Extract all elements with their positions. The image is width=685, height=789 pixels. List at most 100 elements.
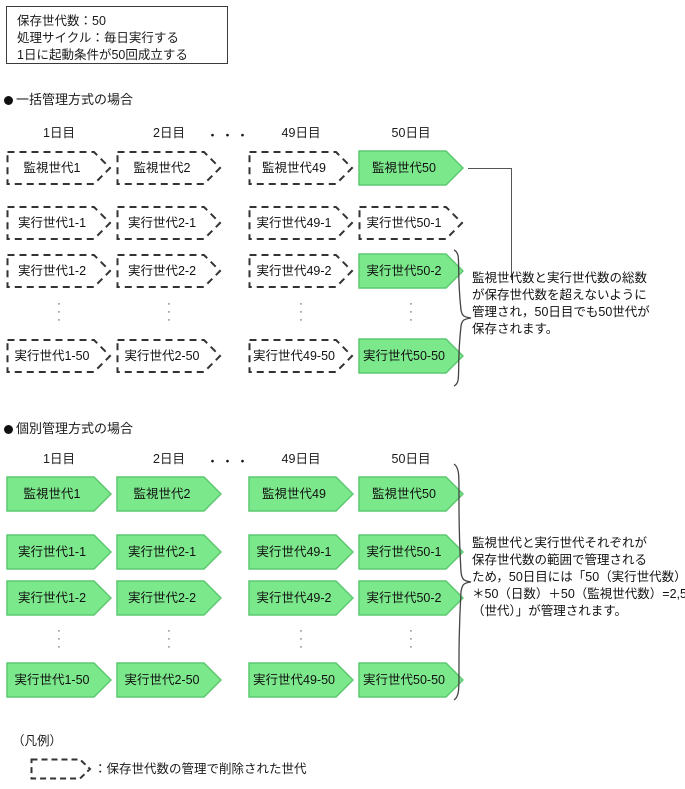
cell-s1-r1-c2: 監視世代2 [116,150,222,186]
cell-label: 実行世代1-2 [17,591,87,605]
row-ellipsis-s1-c4: ··· [409,298,413,326]
bullet-icon [4,96,13,105]
chevron-filled-icon [248,662,354,698]
chevron-filled-icon [358,476,464,512]
condition-line-1: 保存世代数：50 [17,14,106,28]
cell-label: 実行世代2-2 [127,591,197,605]
cell-label: 実行世代49-2 [256,264,332,278]
chevron-filled-icon [358,534,464,570]
brace-s2 [452,462,474,702]
chevron-dashed-icon [116,206,222,240]
cell-label: 監視世代2 [133,161,191,175]
condition-line-3: 1日に起動条件が50回成立する [17,48,188,62]
cell-label: 監視世代1 [23,161,81,175]
column-ellipsis-s2: ・・・ [206,454,252,469]
cell-s1-r1-c1: 監視世代1 [6,150,112,186]
cell-s2-r2-c3: 実行世代49-1 [248,534,354,570]
section-heading-batch-label: 一括管理方式の場合 [16,92,134,107]
legend-item-label: ：保存世代数の管理で削除された世代 [94,761,307,776]
curly-brace-icon [453,463,472,701]
bullet-icon [4,425,13,434]
condition-line-2: 処理サイクル：毎日実行する [17,31,179,45]
column-header-day50-s1: 50日目 [391,126,431,140]
cell-s2-r3-c3: 実行世代49-2 [248,580,354,616]
chevron-dashed-icon [6,206,112,240]
cell-label: 実行世代50-50 [363,349,445,363]
chevron-filled-icon [248,580,354,616]
connector-elbow-s1 [468,168,520,280]
cell-s2-r3-c1: 実行世代1-2 [6,580,112,616]
row-ellipsis-s2-c4: ··· [409,625,413,653]
chevron-filled-icon [6,534,112,570]
section-heading-batch: 一括管理方式の場合 [4,92,133,108]
column-header-day49-s1: 49日目 [281,126,321,140]
cell-label: 実行世代50-50 [363,673,445,687]
chevron-filled-icon [116,662,222,698]
chevron-filled-icon [358,662,464,698]
chevron-dashed-icon [248,254,354,288]
cell-label: 実行世代49-1 [256,545,332,559]
section-heading-individual-label: 個別管理方式の場合 [16,421,134,436]
row-ellipsis-s2-c2: ··· [167,625,171,653]
cell-s2-r4-c1: 実行世代1-50 [6,662,112,698]
cell-s2-r3-c2: 実行世代2-2 [116,580,222,616]
chevron-dashed-icon [30,758,92,780]
cell-label: 実行世代2-2 [127,264,197,278]
cell-label: 実行世代50-2 [366,264,442,278]
annotation-s1-line-4: 保存されます。 [472,322,559,336]
cell-label: 実行世代49-50 [253,673,335,687]
cell-label: 実行世代1-1 [17,216,87,230]
annotation-s2: 監視世代と実行世代それぞれが 保存世代数の範囲で管理される ため，50日目には「… [472,535,685,620]
cell-label: 実行世代1-2 [17,264,87,278]
annotation-s2-line-4: ＊50（日数）＋50（監視世代数）=2,550 [472,587,685,601]
chevron-filled-icon [116,476,222,512]
row-ellipsis-s1-c3: ··· [299,298,303,326]
column-header-day1-s2: 1日目 [43,452,75,466]
cell-s1-r1-c3: 監視世代49 [248,150,354,186]
cell-label: 実行世代2-50 [124,349,200,363]
cell-s1-r4-c1: 実行世代1-50 [6,338,112,374]
row-ellipsis-s2-c3: ··· [299,625,303,653]
annotation-s1: 監視世代数と実行世代数の総数 が保存世代数を超えないように 管理され，50日目で… [472,270,685,338]
chevron-filled-icon [358,253,464,289]
row-ellipsis-s1-c1: ··· [57,298,61,326]
cell-label: 監視世代1 [23,487,81,501]
cell-s2-r2-c1: 実行世代1-1 [6,534,112,570]
cell-s1-r4-c2: 実行世代2-50 [116,338,222,374]
cell-s2-r3-c4: 実行世代50-2 [358,580,464,616]
chevron-dashed-icon [6,151,112,185]
chevron-filled-icon [358,338,464,374]
annotation-s2-line-2: 保存世代数の範囲で管理される [472,553,648,567]
cell-label: 実行世代50-2 [366,591,442,605]
cell-s2-r2-c4: 実行世代50-1 [358,534,464,570]
cell-s1-r2-c3: 実行世代49-1 [248,205,354,241]
cell-label: 実行世代49-1 [256,216,332,230]
cell-label: 実行世代2-50 [124,673,200,687]
cell-s1-r1-c4: 監視世代50 [358,150,464,186]
cell-s1-r2-c4: 実行世代50-1 [358,205,464,241]
cell-s1-r4-c3: 実行世代49-50 [248,338,354,374]
chevron-filled-icon [6,476,112,512]
chevron-dashed-icon [248,339,354,373]
annotation-s2-line-5: （世代）」が管理されます。 [472,604,628,618]
annotation-s1-line-1: 監視世代数と実行世代数の総数 [472,271,648,285]
cell-label: 実行世代49-50 [253,349,335,363]
cell-s2-r1-c1: 監視世代1 [6,476,112,512]
cell-label: 監視世代50 [372,161,436,175]
cell-s1-r3-c3: 実行世代49-2 [248,253,354,289]
chevron-filled-icon [6,580,112,616]
cell-s1-r3-c4: 実行世代50-2 [358,253,464,289]
cell-label: 実行世代50-1 [366,216,442,230]
row-ellipsis-s2-c1: ··· [57,625,61,653]
chevron-dashed-icon [6,254,112,288]
chevron-dashed-icon [116,254,222,288]
cell-s2-r4-c4: 実行世代50-50 [358,662,464,698]
section-heading-individual: 個別管理方式の場合 [4,421,133,437]
column-header-day49-s2: 49日目 [281,452,321,466]
legend-title: （凡例） [12,734,63,748]
chevron-filled-icon [248,476,354,512]
cell-s2-r1-c4: 監視世代50 [358,476,464,512]
condition-box: 保存世代数：50 処理サイクル：毎日実行する 1日に起動条件が50回成立する [6,6,228,64]
legend-shape-dashed-arrow [30,758,92,780]
cell-s2-r1-c2: 監視世代2 [116,476,222,512]
